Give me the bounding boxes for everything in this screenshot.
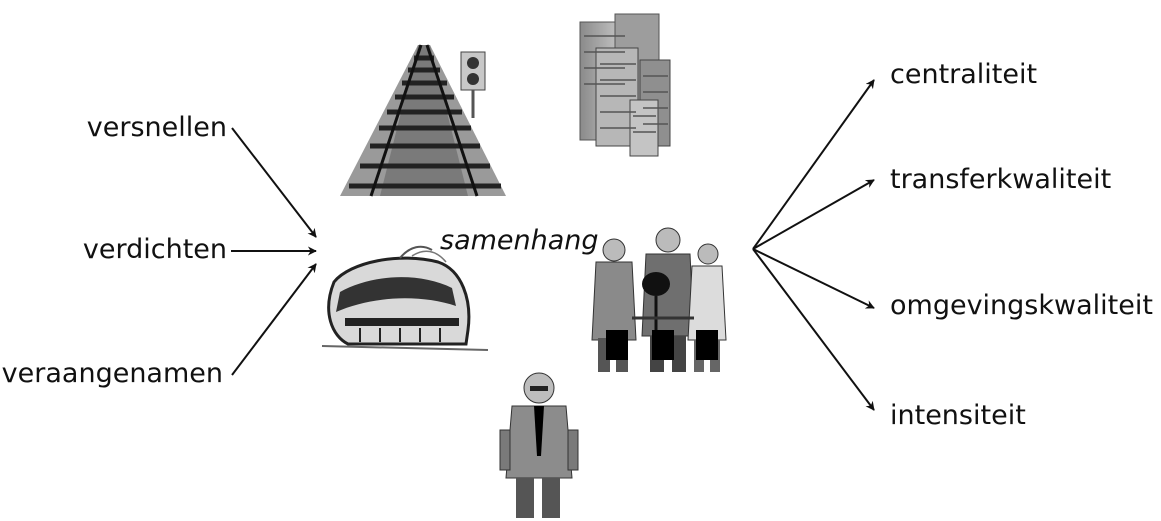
office-buildings-icon (580, 14, 670, 156)
label-veraangenamen: veraangenamen (2, 359, 223, 389)
label-omgevingskwaliteit: omgevingskwaliteit (890, 291, 1153, 321)
arrow-omgevingskwaliteit (753, 249, 874, 308)
label-versnellen: versnellen (87, 113, 227, 143)
train-icon (322, 247, 488, 350)
arrow-intensiteit (753, 249, 874, 410)
label-intensiteit: intensiteit (890, 401, 1026, 431)
input-arrows (231, 128, 316, 375)
label-centraliteit: centraliteit (890, 60, 1037, 90)
arrow-veraangenamen (232, 264, 316, 375)
label-samenhang: samenhang (440, 226, 599, 256)
arrow-centraliteit (753, 80, 874, 249)
label-verdichten: verdichten (83, 235, 227, 265)
arrow-versnellen (232, 128, 316, 237)
business-people-icon (592, 228, 726, 372)
businessman-icon (500, 373, 578, 518)
railway-track-icon (340, 45, 506, 196)
label-transferkwaliteit: transferkwaliteit (890, 165, 1111, 195)
arrow-transferkwaliteit (753, 180, 874, 249)
output-arrows (753, 80, 874, 410)
